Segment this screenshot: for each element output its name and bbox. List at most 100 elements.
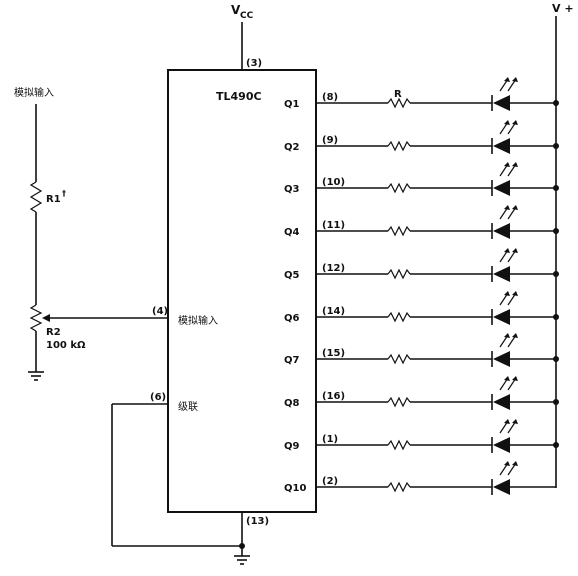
led-light-arrowhead [512, 461, 518, 466]
vplus-label: V + [552, 2, 574, 15]
led-light-arrowhead [512, 248, 518, 253]
ground-symbol-ic [234, 555, 250, 565]
vcc-label-main: V [231, 3, 241, 17]
series-resistor [387, 140, 411, 152]
series-resistor [387, 225, 411, 237]
series-resistor [387, 311, 411, 323]
rail-junction [553, 356, 559, 362]
led-diode [493, 437, 510, 453]
led-diode [493, 223, 510, 239]
output-pin-label: (2) [322, 476, 338, 487]
output-pin-label: (12) [322, 263, 345, 274]
led-light-arrowhead [504, 248, 510, 253]
vcc-pin-label: (3) [246, 58, 262, 69]
led-light-arrowhead [504, 376, 510, 381]
output-channel: Q10 (2) [284, 461, 556, 495]
led-diode [493, 351, 510, 367]
r1-resistor [29, 181, 43, 213]
rail-junction [553, 271, 559, 277]
output-channel: Q9 (1) [284, 419, 559, 453]
r2-value: 100 kΩ [46, 340, 86, 351]
series-resistor [387, 396, 411, 408]
led-light-arrowhead [512, 162, 518, 167]
vcc-label: V CC [231, 3, 254, 21]
output-pin-label: (16) [322, 391, 345, 402]
gnd-pin-label: (13) [246, 516, 269, 527]
ground-symbol-left [28, 371, 44, 381]
r2-potentiometer [29, 304, 43, 332]
led-light-arrowhead [512, 120, 518, 125]
led-light-arrowhead [512, 291, 518, 296]
output-channel: Q1 (8) [284, 77, 559, 111]
output-pin-label: (11) [322, 220, 345, 231]
ic-body [167, 69, 317, 513]
cascade-pin-name: 级联 [178, 401, 198, 413]
output-channel: Q2 (9) [284, 120, 559, 154]
output-name: Q8 [284, 398, 300, 409]
r1-label: R1 [46, 194, 61, 205]
output-channels: Q1 (8) Q2 (9) Q3 (10) Q4 (11) Q5 (12) Q6 (14) Q7 (15)… [284, 77, 559, 495]
led-light-arrowhead [512, 419, 518, 424]
output-pin-label: (8) [322, 92, 338, 103]
analog-input-label: 模拟输入 [14, 86, 54, 99]
output-channel: Q8 (16) [284, 376, 559, 410]
wiper-arrow [42, 314, 50, 322]
led-diode [493, 309, 510, 325]
output-pin-label: (9) [322, 135, 338, 146]
output-pin-label: (1) [322, 434, 338, 445]
analog-pin-label: (4) [152, 306, 168, 317]
series-resistor [387, 97, 411, 109]
series-resistor [387, 439, 411, 451]
rail-junction [553, 442, 559, 448]
output-name: Q10 [284, 483, 306, 494]
led-light-arrowhead [504, 461, 510, 466]
led-light-arrowhead [504, 120, 510, 125]
rail-junction [553, 185, 559, 191]
r1-footnote-mark: † [62, 189, 66, 198]
ground-junction [239, 543, 245, 549]
series-resistor [387, 182, 411, 194]
led-light-arrowhead [512, 205, 518, 210]
led-light-arrowhead [504, 291, 510, 296]
vcc-label-sub: CC [240, 11, 254, 21]
r2-label: R2 [46, 327, 61, 338]
output-channel: Q4 (11) [284, 205, 559, 239]
output-channel: Q6 (14) [284, 291, 559, 325]
led-light-arrowhead [504, 162, 510, 167]
led-diode [493, 180, 510, 196]
led-diode [493, 394, 510, 410]
led-light-arrowhead [512, 333, 518, 338]
led-light-arrowhead [512, 376, 518, 381]
cascade-pin-label: (6) [150, 392, 166, 403]
led-diode [493, 95, 510, 111]
rail-junction [553, 143, 559, 149]
series-resistor [387, 353, 411, 365]
output-name: Q3 [284, 184, 300, 195]
output-name: Q7 [284, 355, 300, 366]
resistor-label: R [394, 89, 402, 100]
led-light-arrowhead [504, 77, 510, 82]
led-diode [493, 138, 510, 154]
led-diode [493, 266, 510, 282]
analog-input-pin-name: 模拟输入 [178, 314, 218, 327]
led-light-arrowhead [504, 205, 510, 210]
led-light-arrowhead [504, 419, 510, 424]
output-name: Q6 [284, 313, 300, 324]
rail-junction [553, 100, 559, 106]
ic-part-number: TL490C [216, 90, 262, 103]
rail-junction [553, 314, 559, 320]
output-name: Q1 [284, 99, 300, 110]
output-name: Q9 [284, 441, 300, 452]
output-channel: Q3 (10) [284, 162, 559, 196]
led-light-arrowhead [512, 77, 518, 82]
output-pin-label: (10) [322, 177, 345, 188]
output-channel: Q5 (12) [284, 248, 559, 282]
rail-junction [553, 228, 559, 234]
led-light-arrowhead [504, 333, 510, 338]
output-name: Q4 [284, 227, 300, 238]
output-name: Q2 [284, 142, 300, 153]
output-pin-label: (15) [322, 348, 345, 359]
output-pin-label: (14) [322, 306, 345, 317]
output-name: Q5 [284, 270, 300, 281]
